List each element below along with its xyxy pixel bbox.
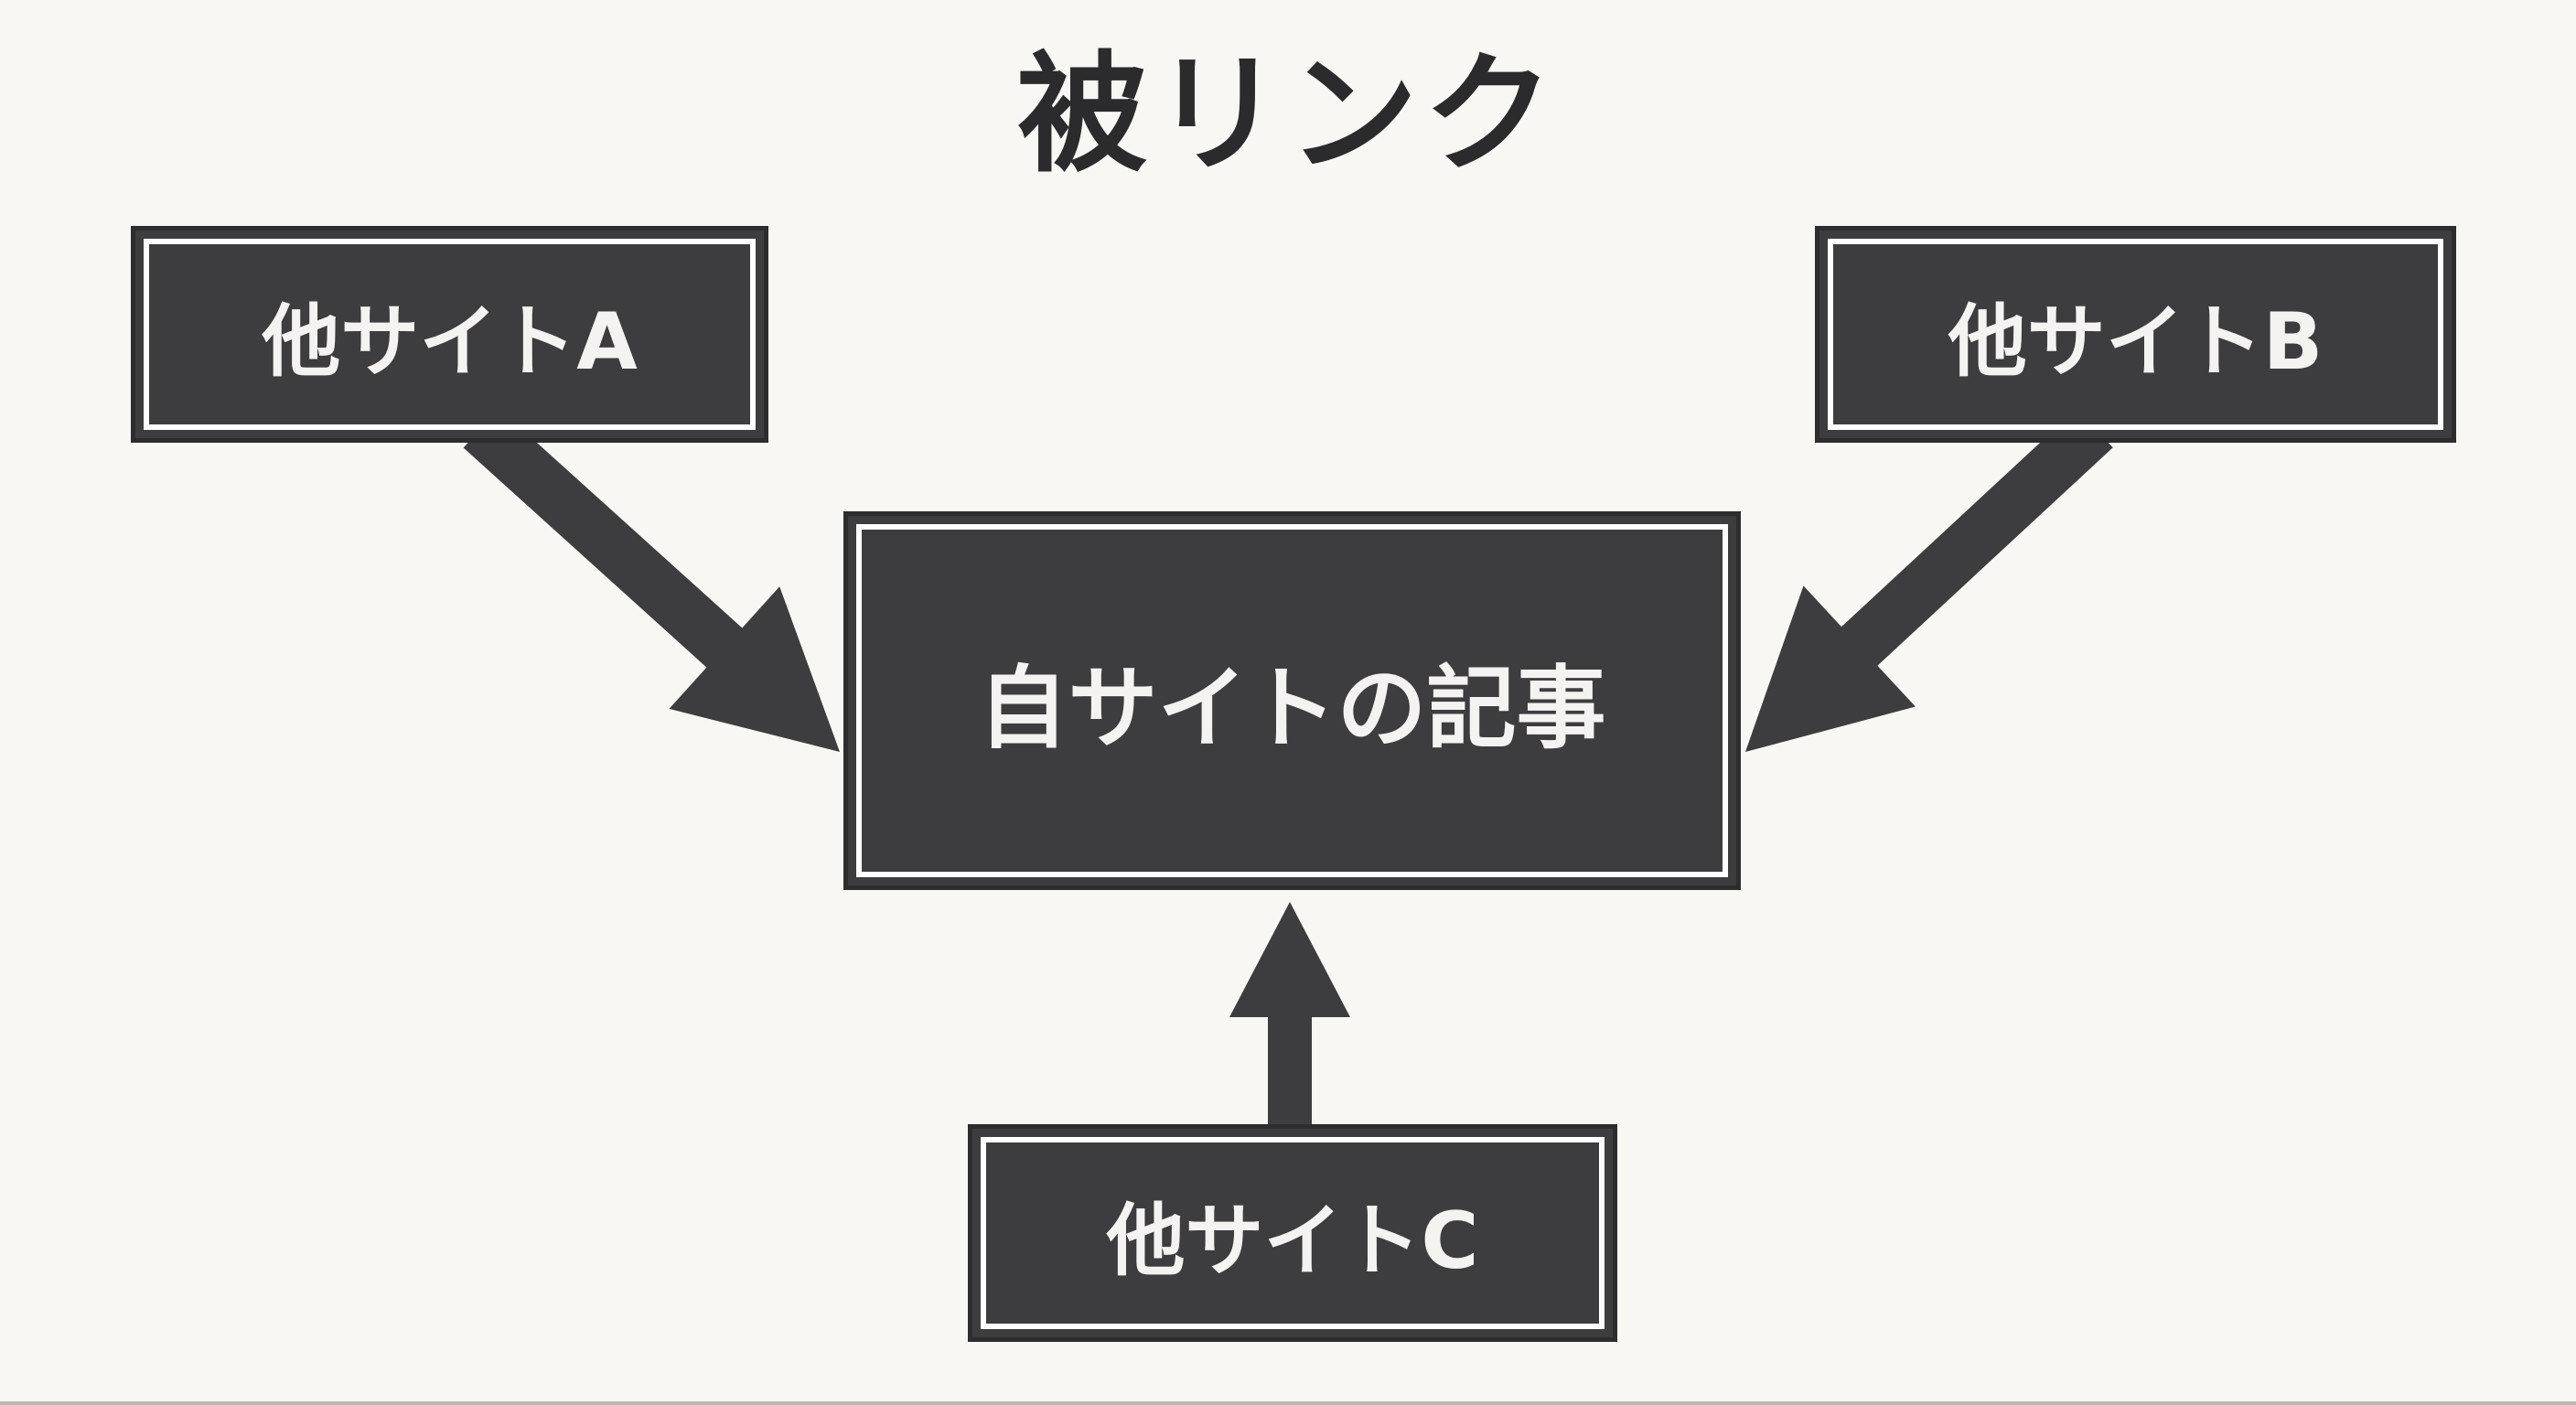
arrow-site-a-to-article xyxy=(463,408,840,752)
node-site-b: 他サイトB xyxy=(1815,226,2456,443)
diagram-title: 被リンク xyxy=(1017,39,1559,190)
node-site-a: 他サイトA xyxy=(131,226,768,443)
node-site-a-label: 他サイトA xyxy=(262,296,638,388)
node-site-b-label: 他サイトB xyxy=(1948,296,2324,388)
arrow-site-c-to-article xyxy=(1229,902,1350,1131)
node-site-c-label: 他サイトC xyxy=(1106,1195,1479,1287)
node-own-article-label: 自サイトの記事 xyxy=(978,657,1606,761)
bottom-edge-line xyxy=(0,1401,2576,1405)
arrow-site-b-to-article xyxy=(1745,408,2113,752)
node-site-c: 他サイトC xyxy=(968,1124,1617,1342)
node-own-article: 自サイトの記事 xyxy=(843,511,1741,890)
